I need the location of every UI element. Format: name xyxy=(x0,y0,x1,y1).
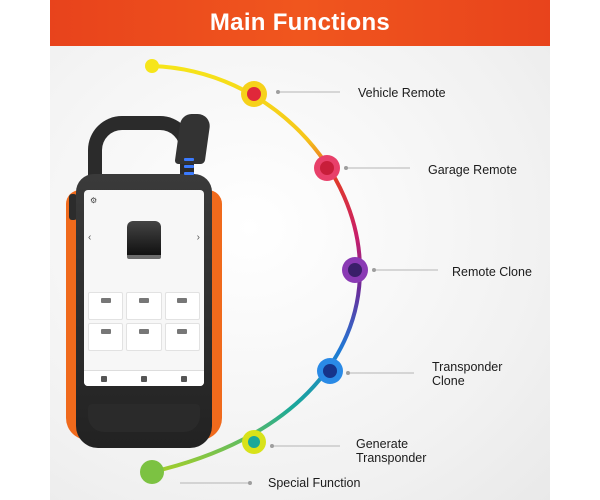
vehicle-remote-node xyxy=(241,81,267,107)
connector-dot xyxy=(270,444,274,448)
label-vehicle-remote: Vehicle Remote xyxy=(358,86,446,100)
arc-start-dot xyxy=(145,59,159,73)
screen-nav-bar xyxy=(84,370,204,386)
label-generate-transponder: Generate Transponder xyxy=(356,437,427,465)
device-side-button xyxy=(69,194,77,220)
connector-dot xyxy=(344,166,348,170)
remote-clone-node xyxy=(342,257,368,283)
screen-tile-grid xyxy=(84,288,204,355)
label-garage-remote: Garage Remote xyxy=(428,163,517,177)
connector-dot xyxy=(248,481,252,485)
label-remote-clone: Remote Clone xyxy=(452,265,532,279)
device-screen: ⚙ ‹ › xyxy=(84,190,204,386)
keytool-device: ⚙ ‹ › xyxy=(66,108,222,448)
connector-dot xyxy=(346,371,350,375)
gear-icon: ⚙ xyxy=(90,196,98,205)
chevron-left-icon: ‹ xyxy=(88,232,92,243)
header-banner: Main Functions xyxy=(50,0,550,46)
special-function-dot xyxy=(140,460,164,484)
status-leds xyxy=(184,158,194,179)
page-title: Main Functions xyxy=(209,9,391,36)
connector-dot xyxy=(372,268,376,272)
device-bottom xyxy=(88,404,200,432)
transponder-clone-node xyxy=(317,358,343,384)
chevron-right-icon: › xyxy=(196,232,200,243)
device-antenna xyxy=(174,114,212,164)
label-transponder-clone: Transponder Clone xyxy=(432,360,503,388)
screen-stats xyxy=(84,268,204,288)
generate-transponder-node xyxy=(242,430,266,454)
garage-remote-node xyxy=(314,155,340,181)
connector-lines xyxy=(180,91,438,484)
device-image xyxy=(127,221,161,259)
label-special-function: Special Function xyxy=(268,476,361,490)
connector-dot xyxy=(276,90,280,94)
